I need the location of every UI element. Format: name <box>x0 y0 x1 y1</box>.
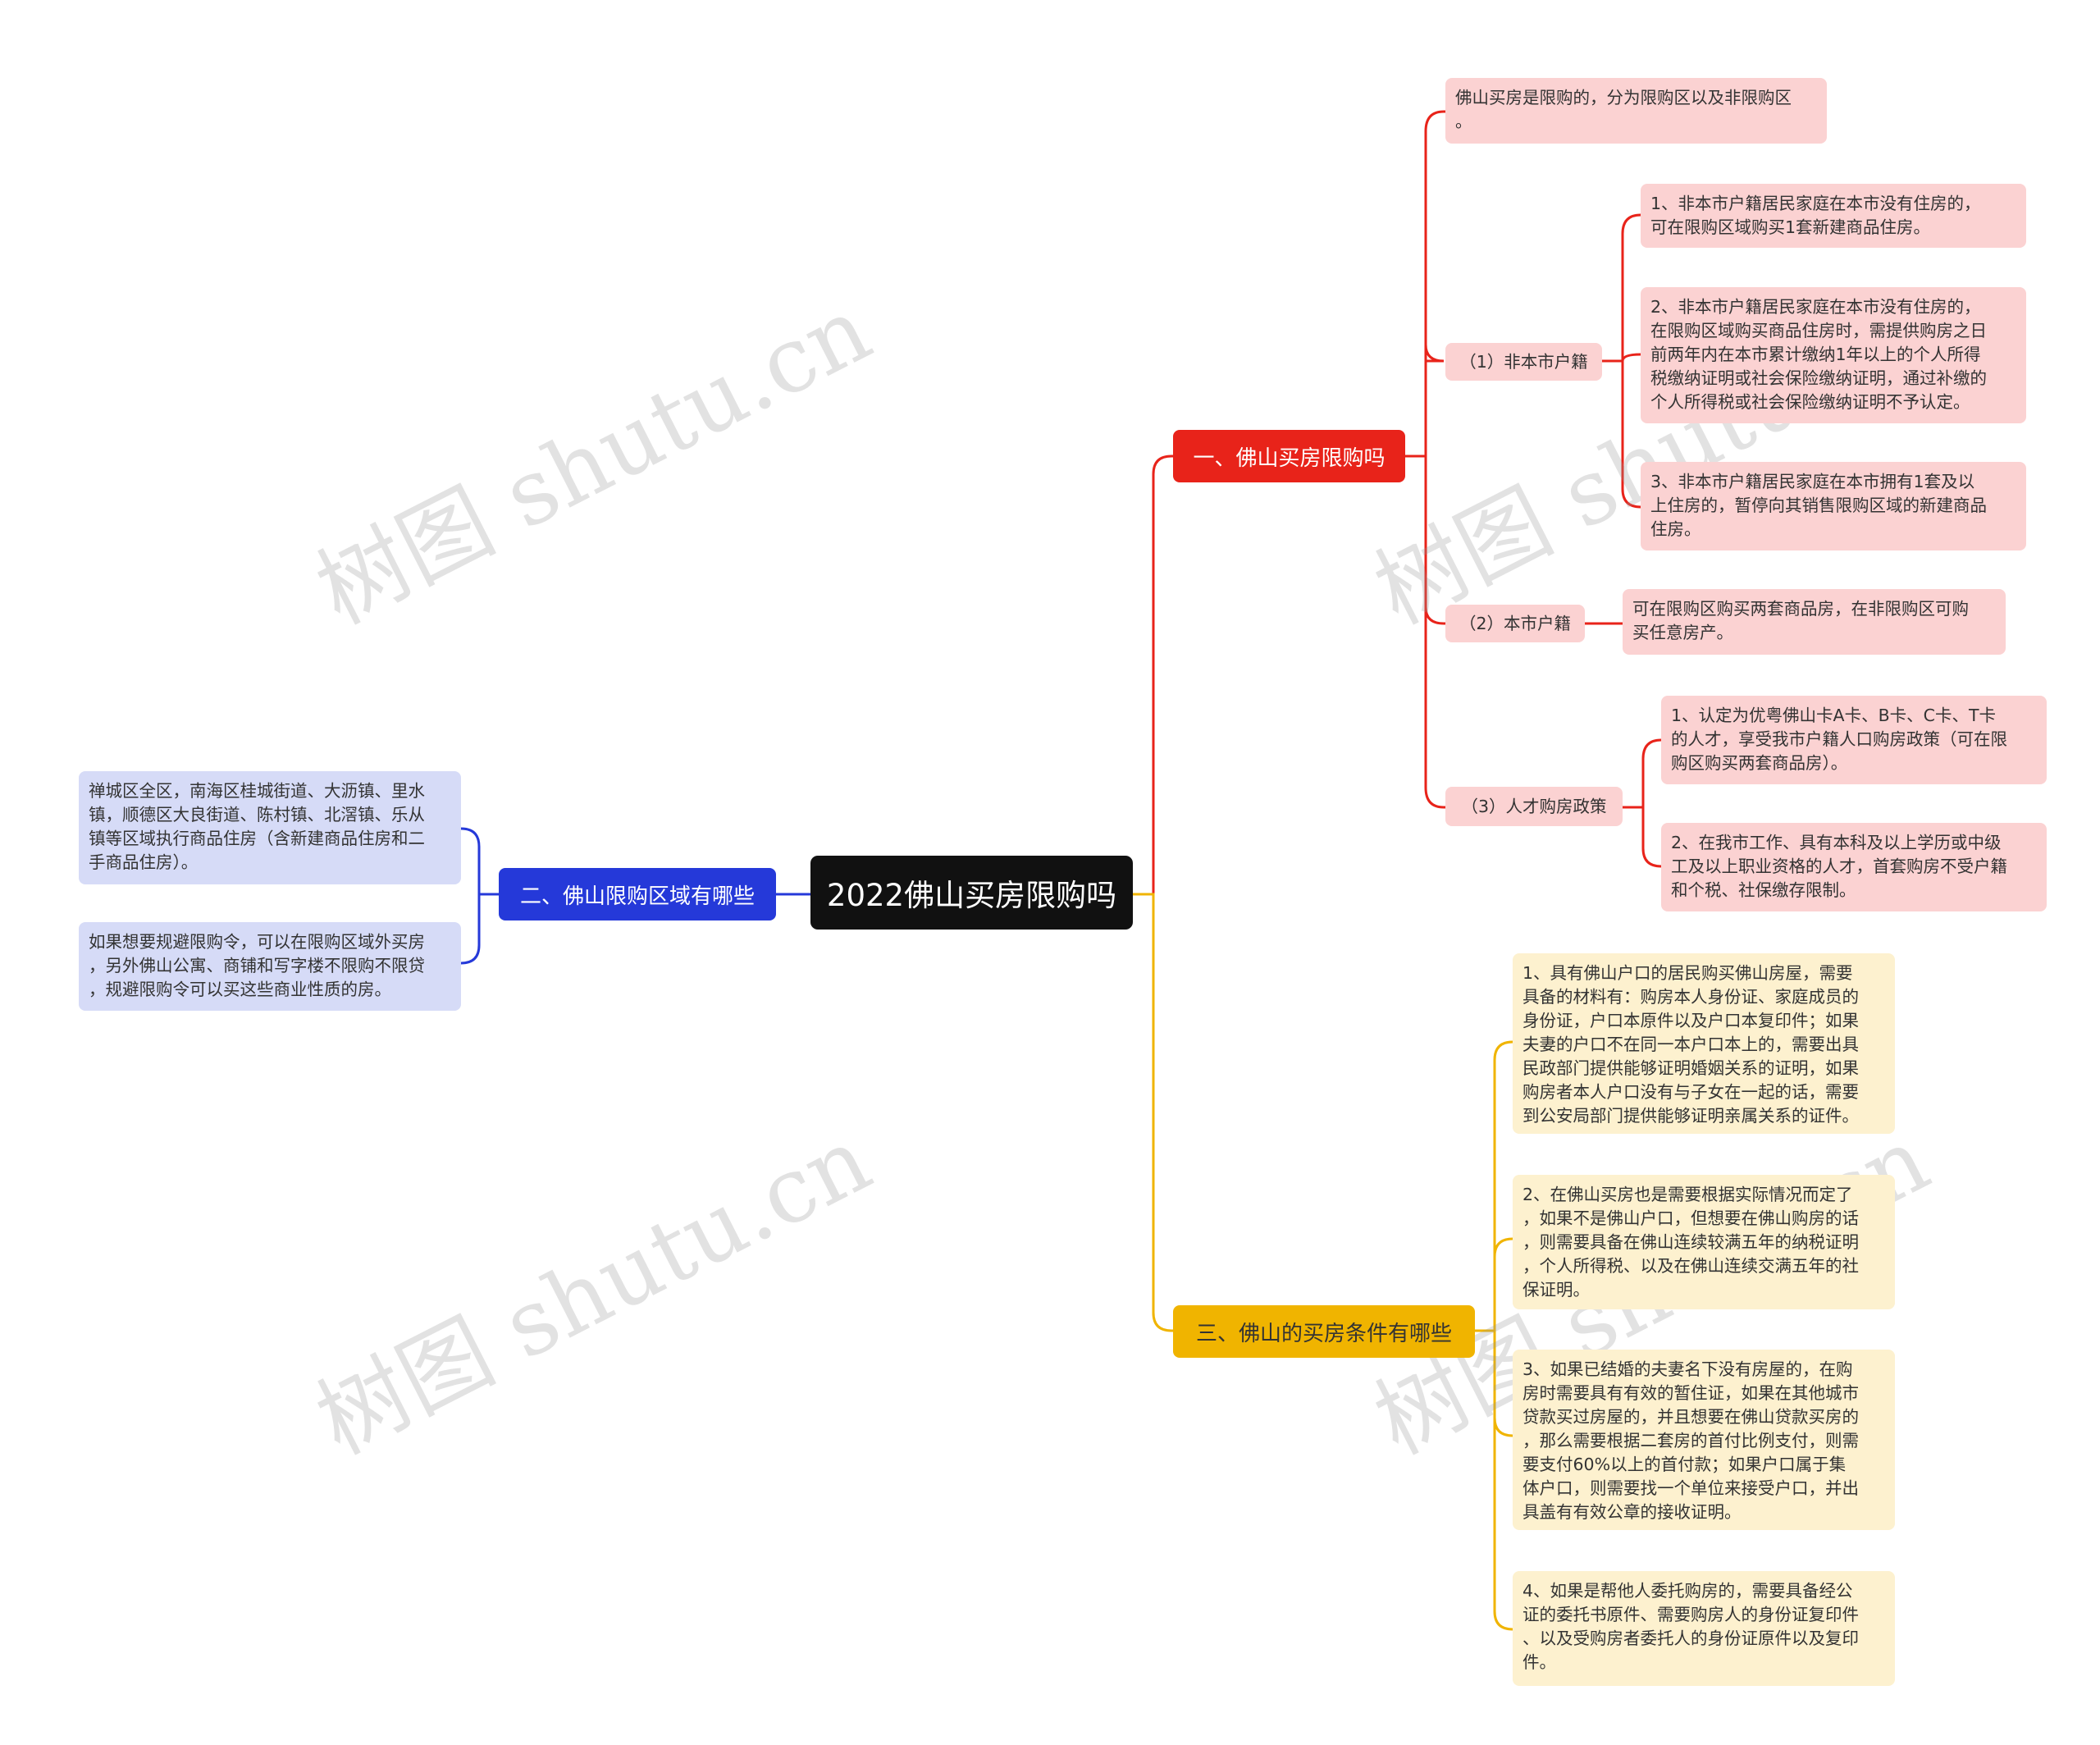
root-label: 2022佛山买房限购吗 <box>826 878 1117 913</box>
restricted-area-item-1[interactable]: 禅城区全区，南海区桂城街道、大沥镇、里水 镇，顺德区大良街道、陈村镇、北滘镇、乐… <box>79 771 461 884</box>
condition-item-3[interactable]: 3、如果已结婚的夫妻名下没有房屋的，在购 房时需要具有有效的暂住证，如果在其他城… <box>1513 1350 1895 1530</box>
talent-label: （3）人才购房政策 <box>1461 796 1607 816</box>
talent-item-1[interactable]: 1、认定为优粤佛山卡A卡、B卡、C卡、T卡 的人才，享受我市户籍人口购房政策（可… <box>1661 696 2047 784</box>
link-root-branch1 <box>1133 455 1173 896</box>
restricted-area-item-2[interactable]: 如果想要规避限购令，可以在限购区域外买房 ，另外佛山公寓、商铺和写字楼不限购不限… <box>79 922 461 1011</box>
condition-item-4[interactable]: 4、如果是帮他人委托购房的，需要具备经公 证的委托书原件、需要购房人的身份证复印… <box>1513 1571 1895 1686</box>
local-item-1[interactable]: 可在限购区购买两套商品房，在非限购区可购 买任意房产。 <box>1623 589 2006 655</box>
non-local-item-2[interactable]: 2、非本市户籍居民家庭在本市没有住房的， 在限购区域购买商品住房时，需提供购房之… <box>1641 287 2026 423</box>
branch-purchase-restriction[interactable]: 一、佛山买房限购吗 <box>1173 430 1405 482</box>
link-nonlocal-items <box>1602 213 1641 509</box>
link-branch1-children <box>1405 110 1445 809</box>
link-branch2-items <box>460 827 499 965</box>
talent-item-2[interactable]: 2、在我市工作、具有本科及以上学历或中级 工及以上职业资格的人才，首套购房不受户… <box>1661 823 2047 911</box>
branch-label: 一、佛山买房限购吗 <box>1193 445 1386 471</box>
non-local-label: （1）非本市户籍 <box>1459 351 1588 372</box>
branch-restricted-areas[interactable]: 二、佛山限购区域有哪些 <box>499 868 776 920</box>
branch-purchase-conditions[interactable]: 三、佛山的买房条件有哪些 <box>1173 1305 1475 1358</box>
link-branch3-items <box>1475 1040 1513 1631</box>
condition-item-1[interactable]: 1、具有佛山户口的居民购买佛山房屋，需要 具备的材料有：购房本人身份证、家庭成员… <box>1513 953 1895 1134</box>
local-label: （2）本市户籍 <box>1459 613 1572 633</box>
local-node[interactable]: （2）本市户籍 <box>1445 605 1585 642</box>
branch-label: 三、佛山的买房条件有哪些 <box>1195 1321 1452 1346</box>
talent-node[interactable]: （3）人才购房政策 <box>1445 787 1623 826</box>
branch1-intro-node[interactable]: 佛山买房是限购的，分为限购区以及非限购区 。 <box>1445 78 1827 144</box>
non-local-item-3[interactable]: 3、非本市户籍居民家庭在本市拥有1套及以 上住房的，暂停向其销售限购区域的新建商… <box>1641 462 2026 550</box>
condition-item-2[interactable]: 2、在佛山买房也是需要根据实际情况而定了 ，如果不是佛山户口，但想要在佛山购房的… <box>1513 1175 1895 1309</box>
root-node[interactable]: 2022佛山买房限购吗 <box>810 856 1133 930</box>
non-local-item-1[interactable]: 1、非本市户籍居民家庭在本市没有住房的， 可在限购区域购买1套新建商品住房。 <box>1641 184 2026 248</box>
link-talent-items <box>1623 738 1662 868</box>
link-root-branch3 <box>1133 893 1173 1332</box>
non-local-node[interactable]: （1）非本市户籍 <box>1445 343 1602 381</box>
branch-label: 二、佛山限购区域有哪些 <box>519 884 755 909</box>
